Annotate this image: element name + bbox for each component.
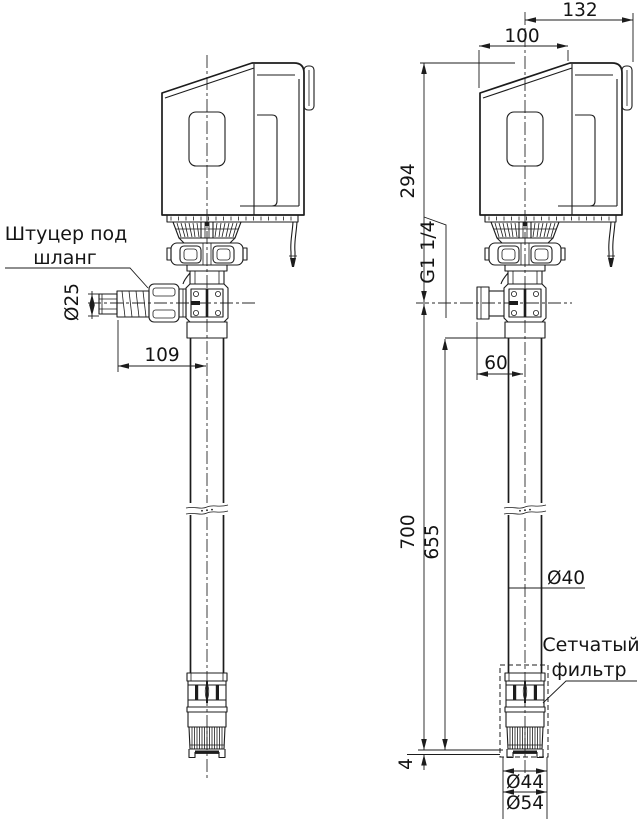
dim-motor-width: 100	[478, 26, 569, 88]
strainer-label-line2: фильтр	[551, 659, 626, 681]
dim-immersion-total-label: 700	[398, 514, 419, 549]
threaded-outlet	[476, 286, 504, 320]
thread-label: G1 1/4	[417, 220, 439, 283]
dim-outlet-offset: 109	[117, 320, 206, 372]
dim-bottom-gap: 4	[396, 749, 503, 770]
hose-barb-outlet	[98, 283, 187, 323]
dim-hose-od-label: Ø25	[62, 283, 83, 321]
dim-strainer-diameters: Ø44 Ø54	[502, 757, 548, 819]
dim-bottom-gap-label: 4	[396, 758, 417, 770]
hose-fitting-label-line2: шланг	[33, 247, 97, 269]
dimensions: 132 100 294 G1 1/4	[62, 0, 634, 819]
strainer-dashed-outline	[499, 664, 549, 758]
centerlines	[88, 12, 572, 778]
dim-outlet-offset-label: 109	[144, 345, 179, 366]
strainer-label-line1: Сетчатый	[542, 634, 639, 656]
dim-outlet-length-label: 60	[484, 353, 508, 374]
thread-callout: G1 1/4	[417, 216, 447, 318]
strainer-callout: Сетчатый фильтр	[542, 634, 640, 704]
dim-strainer-inner-dia-label: Ø44	[506, 772, 544, 793]
dim-tube-length-label: 655	[422, 524, 443, 559]
dim-tube-od: Ø40	[509, 568, 585, 589]
hose-fitting-callout: Штуцер под шланг	[5, 223, 149, 289]
left-pump-view	[160, 61, 316, 759]
callouts: Штуцер под шланг Сетчатый фильтр	[5, 223, 640, 704]
dim-outlet-length: 60	[476, 322, 523, 380]
dim-tube-length: 655	[422, 337, 520, 750]
dim-immersion-total: 700	[398, 304, 427, 750]
dim-hose-od: Ø25	[62, 283, 99, 321]
dim-tube-od-label: Ø40	[547, 568, 585, 589]
dim-strainer-outer-dia-label: Ø54	[506, 793, 544, 814]
dim-head-total-width-label: 132	[562, 0, 597, 21]
dim-motor-width-label: 100	[504, 26, 539, 47]
dim-head-height-label: 294	[398, 163, 419, 198]
dim-head-total-width: 132	[525, 0, 634, 62]
hose-fitting-label-line1: Штуцер под	[5, 223, 128, 245]
dim-head-height: 294	[398, 62, 515, 302]
